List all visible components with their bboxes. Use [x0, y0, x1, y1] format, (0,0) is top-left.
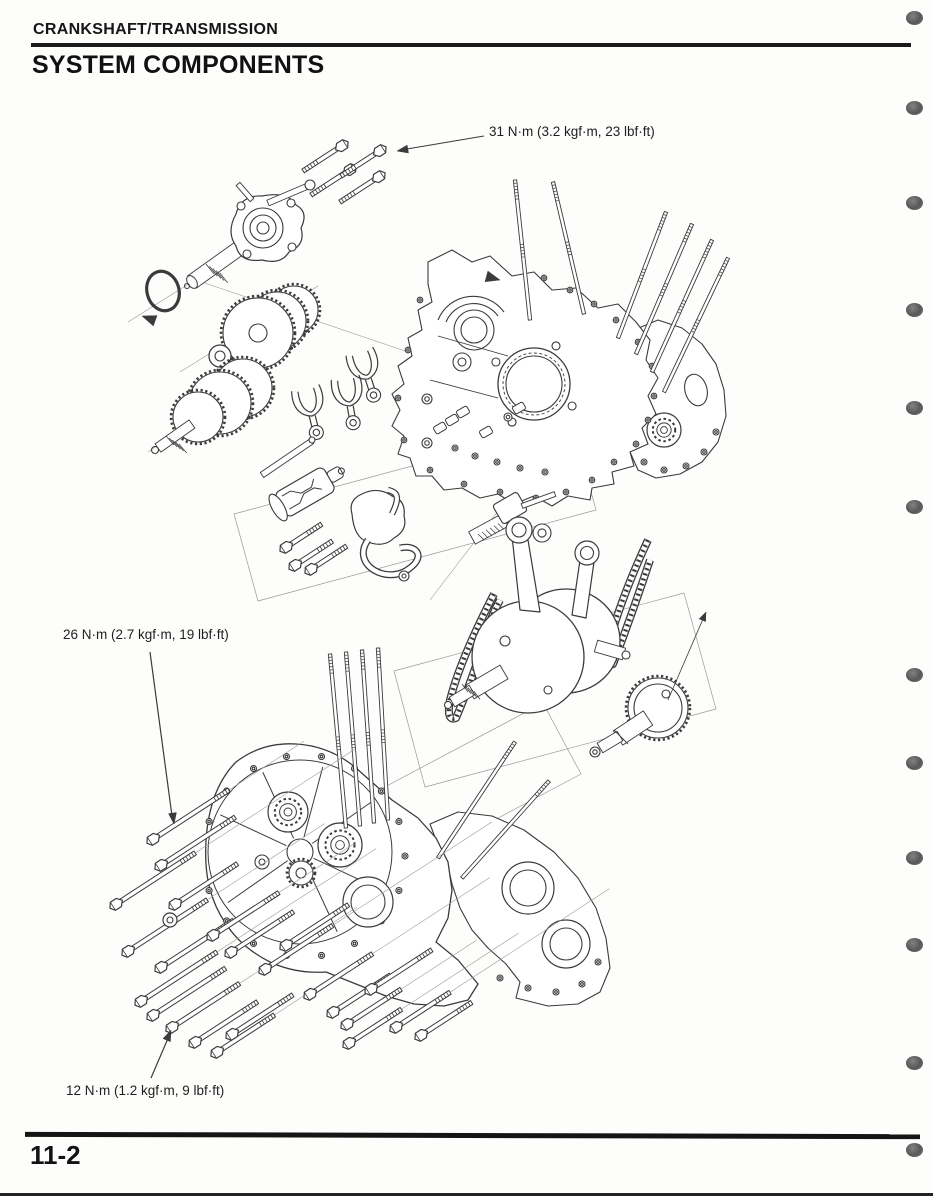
lower-studs [327, 647, 551, 880]
binding-hole [906, 1056, 923, 1070]
binding-hole [906, 938, 923, 952]
top-bolt-set [301, 139, 387, 205]
binding-hole [906, 101, 923, 115]
page-bottom-edge [0, 1193, 933, 1196]
leader-arrows [141, 135, 501, 1079]
torque-label-31nm: 31 N·m (3.2 kgf·m, 23 lbf·ft) [489, 124, 655, 139]
binding-hole [906, 668, 923, 682]
torque-label-26nm: 26 N·m (2.7 kgf·m, 19 lbf·ft) [63, 627, 229, 642]
binding-hole [906, 1143, 923, 1157]
binding-hole [906, 303, 923, 317]
binding-hole [906, 756, 923, 770]
binding-hole [906, 11, 923, 25]
chapter-header: CRANKSHAFT/TRANSMISSION [33, 21, 279, 38]
bolt-array [109, 740, 610, 1059]
page-title: SYSTEM COMPONENTS [32, 51, 325, 79]
torque-label-12nm: 12 N·m (1.2 kgf·m, 9 lbf·ft) [66, 1083, 225, 1098]
header-rule [31, 43, 911, 47]
cylinder-studs [512, 179, 730, 394]
binding-hole [906, 500, 923, 514]
binding-hole [906, 401, 923, 415]
upper-crankcase-group [391, 249, 727, 507]
transmission-group [145, 179, 557, 582]
binding-hole [906, 196, 923, 210]
page-number: 11-2 [30, 1140, 81, 1170]
crankshaft-group [443, 516, 707, 758]
binding-hole [906, 851, 923, 865]
